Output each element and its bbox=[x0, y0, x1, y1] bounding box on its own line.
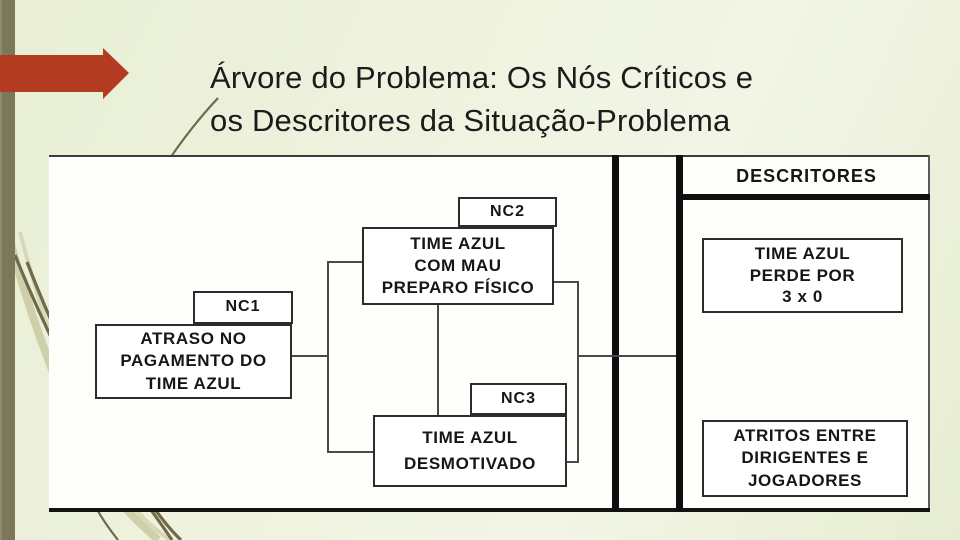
left-accent-bar bbox=[0, 0, 15, 540]
problem-tree-diagram: DESCRITORES NC2 NC1 NC3 TIME AZUL COM MA… bbox=[49, 155, 930, 512]
descriptors-header-rule bbox=[676, 194, 930, 200]
connector-nc1-to-bracket bbox=[292, 355, 327, 357]
connector-nc3-to-right-bracket bbox=[567, 461, 579, 463]
connector-bracket-to-nc3 bbox=[327, 451, 373, 453]
panel-top-border bbox=[49, 155, 930, 157]
descriptor-box-atritos: ATRITOS ENTRE DIRIGENTES E JOGADORES bbox=[702, 420, 908, 497]
red-arrow-bullet bbox=[0, 48, 129, 99]
panel-right-border bbox=[928, 155, 930, 512]
slide-title-line2: os Descritores da Situação-Problema bbox=[210, 103, 731, 138]
node-tag-nc2: NC2 bbox=[458, 197, 557, 227]
node-tag-nc1: NC1 bbox=[193, 291, 293, 324]
connector-right-bracket bbox=[577, 281, 579, 463]
slide-title: Árvore do Problema: Os Nós Críticos e os… bbox=[210, 56, 753, 142]
divider-line-descriptors bbox=[676, 155, 683, 512]
descriptors-header: DESCRITORES bbox=[736, 165, 877, 186]
panel-bottom-border bbox=[49, 508, 930, 512]
slide-title-line1: Árvore do Problema: Os Nós Críticos e bbox=[210, 60, 754, 95]
node-tag-nc3: NC3 bbox=[470, 383, 567, 415]
node-box-atraso-pagamento: ATRASO NO PAGAMENTO DO TIME AZUL bbox=[95, 324, 292, 399]
divider-line-inner bbox=[612, 155, 619, 512]
descriptor-box-perde-3x0: TIME AZUL PERDE POR 3 x 0 bbox=[702, 238, 903, 313]
connector-to-descriptors-column bbox=[579, 355, 676, 357]
node-box-time-azul-desmotivado: TIME AZUL DESMOTIVADO bbox=[373, 415, 567, 487]
node-box-time-azul-mau-preparo: TIME AZUL COM MAU PREPARO FÍSICO bbox=[362, 227, 554, 305]
connector-bracket-to-nc2 bbox=[327, 261, 364, 263]
connector-nc2-to-right-bracket bbox=[554, 281, 579, 283]
connector-left-bracket bbox=[327, 261, 329, 453]
connector-nc2-to-nc3 bbox=[437, 305, 439, 415]
